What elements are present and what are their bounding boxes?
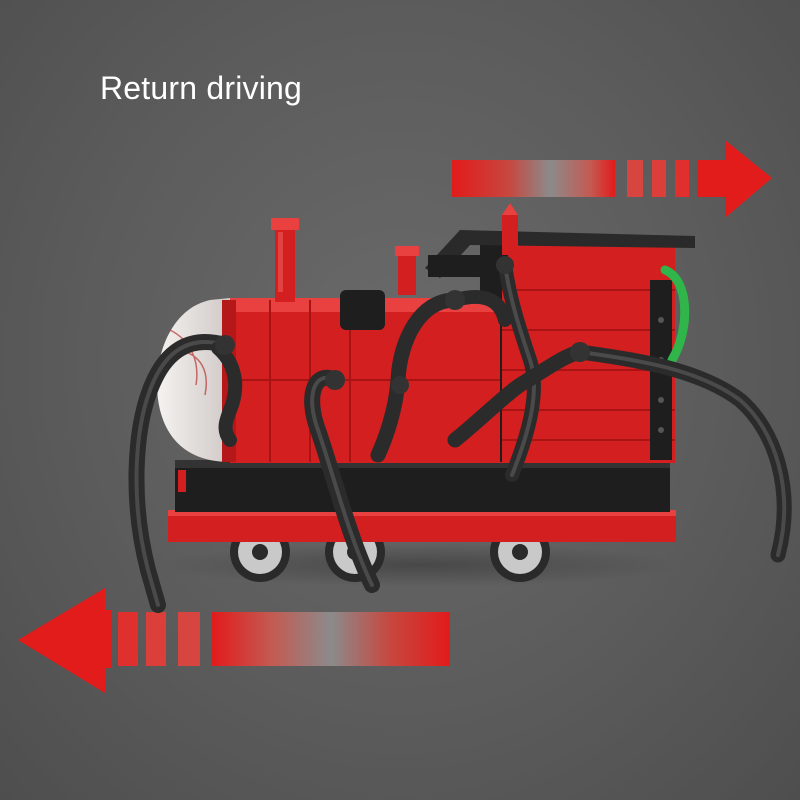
spider-legs — [128, 256, 792, 613]
arrow-right-icon — [452, 140, 772, 218]
floor-shadow — [160, 543, 680, 587]
train-model — [128, 203, 792, 613]
caption-title: Return driving — [100, 70, 303, 106]
arrow-left-icon — [18, 588, 450, 693]
